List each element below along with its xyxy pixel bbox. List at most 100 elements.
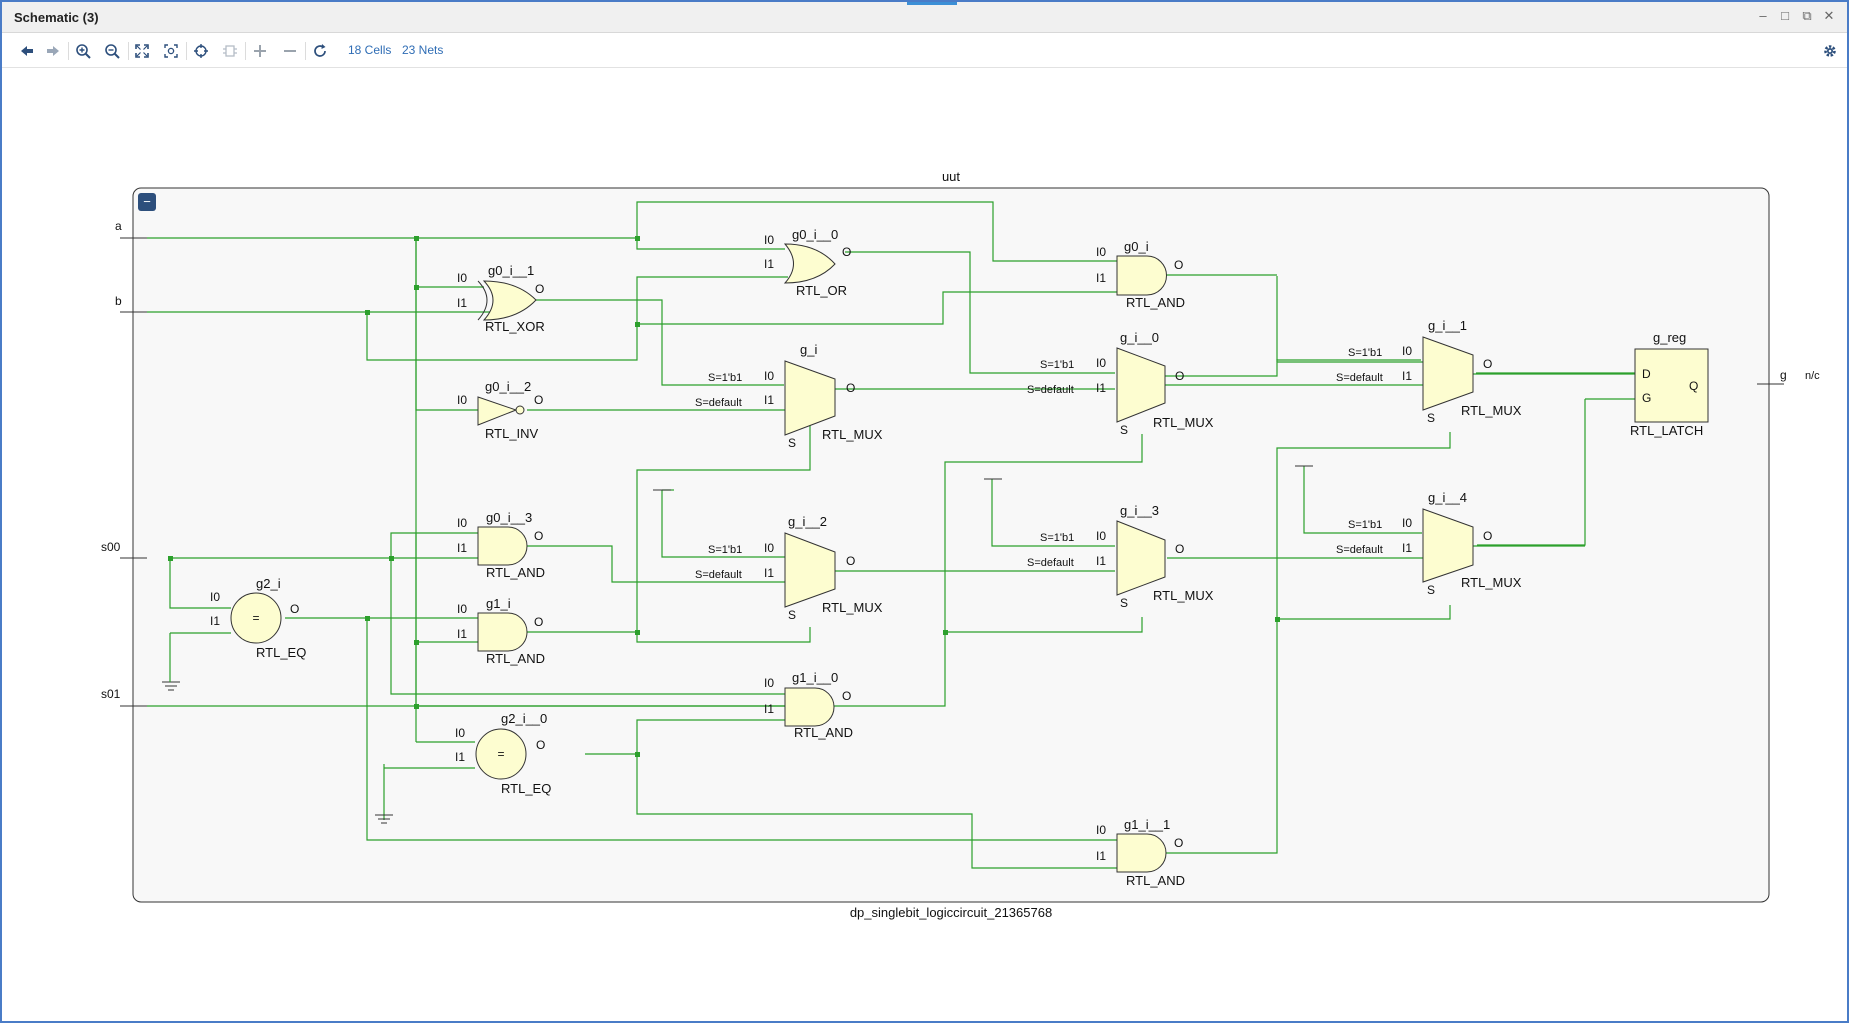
- fit-icon: [135, 44, 149, 58]
- svg-text:g: g: [1780, 368, 1787, 382]
- crosshair-icon: [194, 44, 208, 58]
- schematic-canvas[interactable]: .w{fill:none;stroke:#2ca02c;stroke-width…: [2, 68, 1847, 1021]
- schematic-diagram[interactable]: .w{fill:none;stroke:#2ca02c;stroke-width…: [2, 68, 1847, 1021]
- svg-text:D: D: [1642, 367, 1651, 381]
- restore-icon[interactable]: ⧉: [1802, 8, 1812, 23]
- cell-g_i__4[interactable]: g_i__4 RTL_MUX I0 I1 O S S=1'b1 S=defaul…: [1336, 490, 1522, 597]
- cell-g2_i__0[interactable]: = g2_i__0 RTL_EQ I0 I1 O: [455, 711, 551, 796]
- zoom-in-button[interactable]: [72, 40, 94, 62]
- cell-g0_i__1[interactable]: g0_i__1 RTL_XOR I0 I1 O: [457, 263, 545, 334]
- svg-text:I0: I0: [1096, 529, 1106, 543]
- port-g[interactable]: g n/c: [1757, 368, 1820, 385]
- zoom-area-button[interactable]: [160, 40, 182, 62]
- svg-text:g_i__3: g_i__3: [1120, 503, 1159, 518]
- svg-text:S=1'b1: S=1'b1: [1040, 359, 1074, 371]
- svg-text:O: O: [1174, 836, 1183, 850]
- settings-button[interactable]: [1819, 40, 1841, 62]
- svg-text:I1: I1: [210, 614, 220, 628]
- svg-text:g2_i__0: g2_i__0: [501, 711, 547, 726]
- svg-text:I1: I1: [1096, 271, 1106, 285]
- svg-text:I0: I0: [1096, 356, 1106, 370]
- cell-g_i__2[interactable]: g_i__2 RTL_MUX I0 I1 O S S=1'b1 S=defaul…: [695, 514, 883, 622]
- close-icon[interactable]: ✕: [1823, 8, 1835, 23]
- cell-g1_i__1[interactable]: g1_i__1 RTL_AND I0 I1 O: [1096, 817, 1185, 888]
- svg-text:S=1'b1: S=1'b1: [708, 372, 742, 384]
- port-b[interactable]: b: [115, 294, 147, 313]
- arrow-right-icon: [47, 46, 59, 56]
- svg-text:I0: I0: [1402, 344, 1412, 358]
- wires: [147, 201, 1635, 869]
- cell-g_i__3[interactable]: g_i__3 RTL_MUX I0 I1 O S S=1'b1 S=defaul…: [1027, 503, 1214, 610]
- svg-text:S=1'b1: S=1'b1: [1348, 347, 1382, 359]
- collapse-button[interactable]: [279, 40, 301, 62]
- svg-text:S=1'b1: S=1'b1: [708, 544, 742, 556]
- forward-button[interactable]: [42, 40, 64, 62]
- maximize-icon[interactable]: □: [1781, 8, 1789, 23]
- svg-text:−: −: [143, 194, 151, 209]
- port-a[interactable]: a: [115, 219, 147, 239]
- svg-text:g_i__4: g_i__4: [1428, 490, 1467, 505]
- back-button[interactable]: [16, 40, 38, 62]
- ground-symbol: [162, 672, 393, 824]
- cell-g_i[interactable]: g_i RTL_MUX I0 I1 O S S=1'b1 S=default: [695, 342, 883, 450]
- cell-g1_i[interactable]: g1_i RTL_AND I0 I1 O: [457, 596, 545, 666]
- cell-g0_i__3[interactable]: g0_i__3 RTL_AND I0 I1 O: [457, 510, 545, 580]
- cell-g0_i[interactable]: g0_i RTL_AND I0 I1 O: [1096, 239, 1185, 310]
- svg-text:I1: I1: [764, 566, 774, 580]
- svg-text:O: O: [1483, 357, 1492, 371]
- cells-count-link[interactable]: 18 Cells: [348, 43, 392, 57]
- port-s01[interactable]: s01: [101, 687, 147, 707]
- svg-text:S: S: [1120, 423, 1128, 437]
- svg-text:I1: I1: [1096, 554, 1106, 568]
- module-name: uut: [942, 169, 960, 184]
- svg-text:S=1'b1: S=1'b1: [1040, 532, 1074, 544]
- port-s00[interactable]: s00: [101, 540, 147, 559]
- svg-text:g_reg: g_reg: [1653, 330, 1686, 345]
- svg-text:g0_i: g0_i: [1124, 239, 1149, 254]
- chip-icon: [223, 45, 237, 57]
- route-button[interactable]: [219, 40, 241, 62]
- cell-g0_i__2[interactable]: g0_i__2 RTL_INV I0 O: [457, 379, 543, 441]
- cell-g0_i__0[interactable]: g0_i__0 RTL_OR I0 I1 O: [764, 227, 851, 298]
- svg-text:S: S: [1120, 596, 1128, 610]
- svg-text:I1: I1: [1402, 541, 1412, 555]
- cell-g_i__0[interactable]: g_i__0 RTL_MUX I0 I1 O S S=1'b1 S=defaul…: [1027, 330, 1214, 437]
- zoom-out-button[interactable]: [101, 40, 123, 62]
- svg-text:S: S: [1427, 411, 1435, 425]
- svg-text:S=1'b1: S=1'b1: [1348, 519, 1382, 531]
- plus-icon: [254, 45, 266, 57]
- svg-text:I0: I0: [210, 590, 220, 604]
- svg-text:g1_i__0: g1_i__0: [792, 670, 838, 685]
- nets-count-link[interactable]: 23 Nets: [402, 43, 444, 57]
- design-name: dp_singlebit_logiccircuit_21365768: [850, 905, 1052, 920]
- svg-text:I0: I0: [1096, 245, 1106, 259]
- minimize-icon[interactable]: –: [1759, 8, 1767, 23]
- cell-g_i__1[interactable]: g_i__1 RTL_MUX I0 I1 O S S=1'b1 S=defaul…: [1336, 318, 1522, 425]
- svg-text:Q: Q: [1689, 379, 1698, 393]
- cell-g1_i__0[interactable]: g1_i__0 RTL_AND I0 I1 O: [764, 670, 853, 740]
- cell-g2_i[interactable]: = g2_i RTL_EQ I0 I1 O: [210, 576, 306, 660]
- svg-text:RTL_EQ: RTL_EQ: [501, 781, 551, 796]
- svg-text:I1: I1: [457, 541, 467, 555]
- svg-text:S: S: [788, 608, 796, 622]
- cell-g_reg[interactable]: g_reg RTL_LATCH D G Q: [1630, 330, 1709, 438]
- svg-text:I0: I0: [764, 233, 774, 247]
- svg-text:RTL_AND: RTL_AND: [1126, 295, 1185, 310]
- module-uut[interactable]: [132, 187, 1770, 903]
- svg-text:I0: I0: [457, 602, 467, 616]
- svg-text:RTL_MUX: RTL_MUX: [822, 427, 883, 442]
- svg-text:O: O: [1174, 258, 1183, 272]
- svg-text:I0: I0: [457, 271, 467, 285]
- svg-text:s00: s00: [101, 540, 121, 554]
- refresh-button[interactable]: [309, 40, 331, 62]
- expand-button[interactable]: [249, 40, 271, 62]
- svg-text:g2_i: g2_i: [256, 576, 281, 591]
- svg-text:b: b: [115, 294, 122, 308]
- center-button[interactable]: [190, 40, 212, 62]
- svg-text:S=default: S=default: [1336, 544, 1383, 556]
- svg-text:RTL_MUX: RTL_MUX: [1153, 588, 1214, 603]
- svg-text:g_i__1: g_i__1: [1428, 318, 1467, 333]
- svg-text:g0_i__3: g0_i__3: [486, 510, 532, 525]
- zoom-fit-button[interactable]: [131, 40, 153, 62]
- collapse-module-button[interactable]: −: [138, 193, 156, 211]
